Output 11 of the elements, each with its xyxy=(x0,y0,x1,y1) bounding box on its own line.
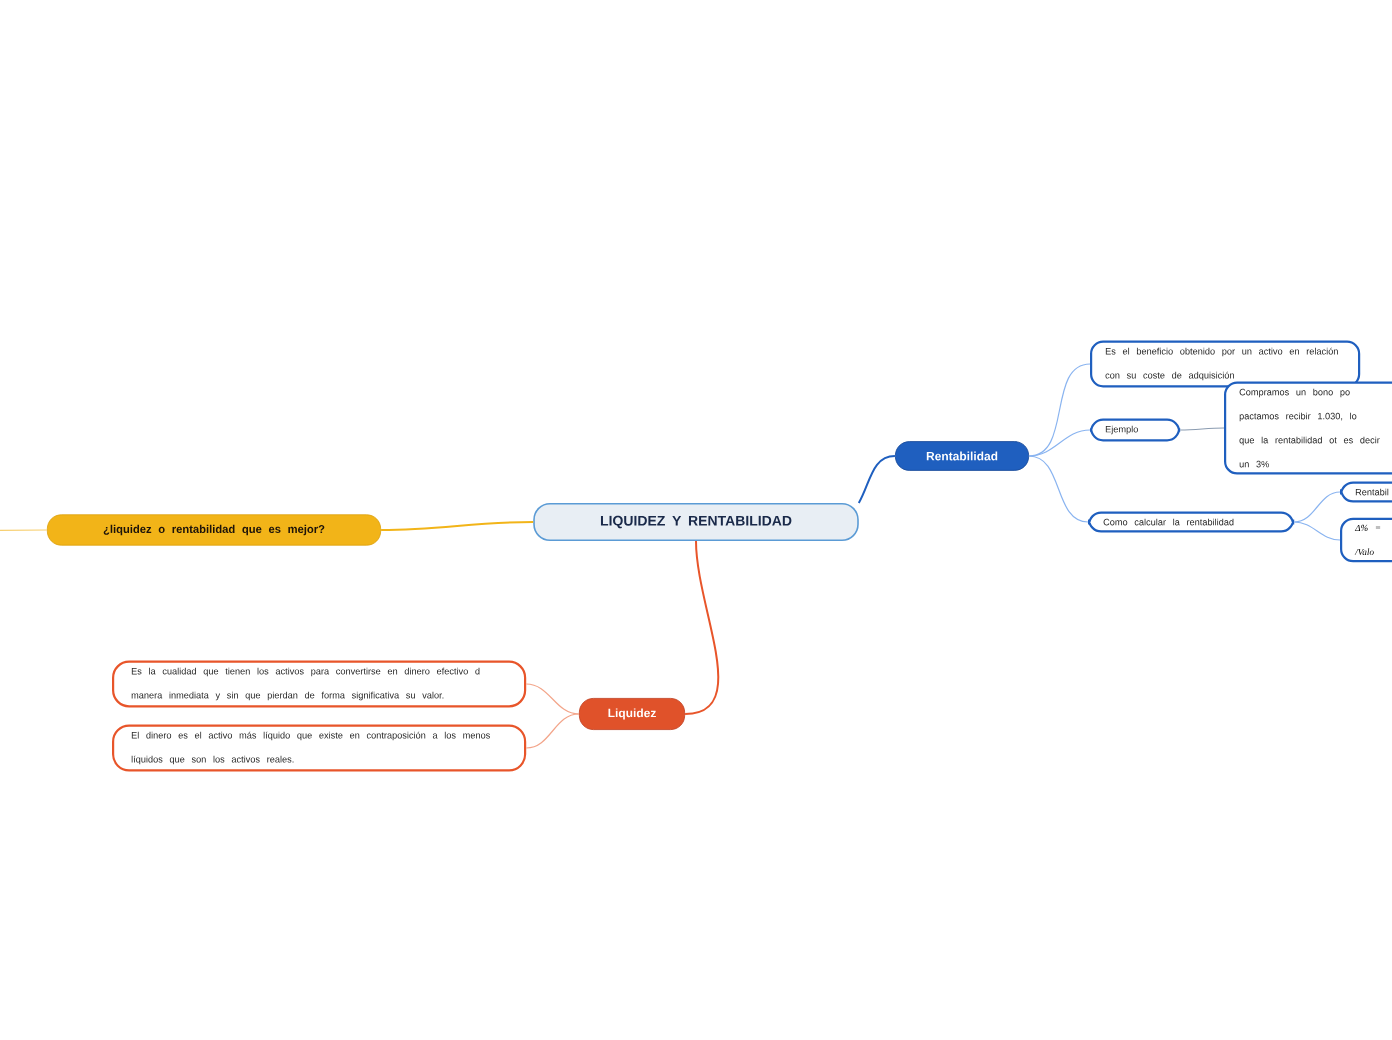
connector xyxy=(1179,427,1225,431)
connector xyxy=(0,529,48,535)
connector xyxy=(525,683,580,715)
connector xyxy=(1028,429,1091,457)
connector xyxy=(684,540,719,715)
connector xyxy=(380,521,535,531)
connector xyxy=(857,455,896,504)
connector xyxy=(525,713,580,749)
connector xyxy=(1028,455,1089,523)
connector xyxy=(1293,491,1341,523)
connector xyxy=(1293,521,1341,541)
